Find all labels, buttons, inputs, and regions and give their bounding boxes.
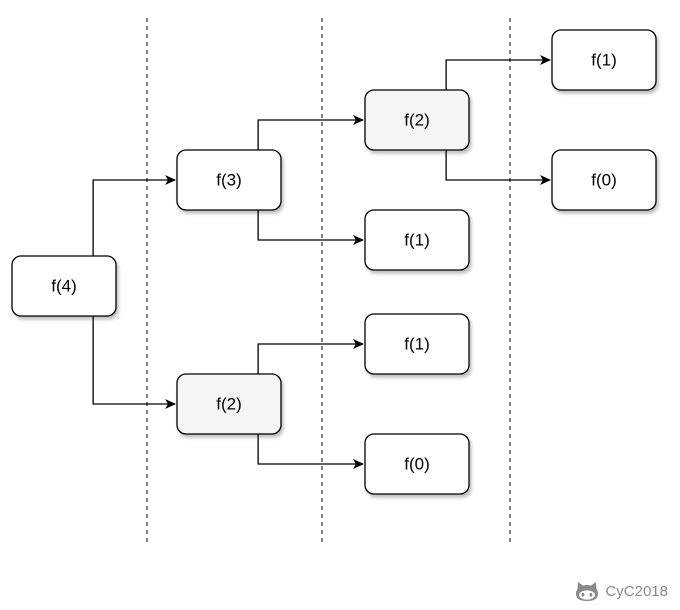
nodes-layer: f(4) f(3) f(2) f(2) f(1) f(1) f(0) f(1) f(0) bbox=[11, 29, 657, 495]
node-label: f(0) bbox=[591, 171, 617, 190]
edge-arrow bbox=[445, 150, 551, 185]
tree-node: f(0) bbox=[551, 149, 657, 211]
node-label: f(0) bbox=[404, 455, 430, 474]
node-label: f(3) bbox=[216, 171, 242, 190]
edge-arrow bbox=[257, 339, 364, 374]
node-label: f(1) bbox=[404, 335, 430, 354]
node-label: f(2) bbox=[404, 111, 430, 130]
node-box bbox=[364, 209, 470, 271]
node-label: f(1) bbox=[404, 231, 430, 250]
edge-arrow bbox=[92, 316, 176, 409]
tree-node: f(2) bbox=[364, 89, 470, 151]
tree-node: f(0) bbox=[364, 433, 470, 495]
tree-node: f(1) bbox=[364, 209, 470, 271]
watermark-text: CyC2018 bbox=[605, 582, 668, 600]
tree-node: f(1) bbox=[364, 313, 470, 375]
edge-arrow bbox=[257, 434, 364, 469]
node-label: f(4) bbox=[51, 277, 77, 296]
tree-node: f(3) bbox=[176, 149, 282, 211]
edge-arrow bbox=[257, 210, 364, 245]
node-box bbox=[176, 373, 282, 435]
watermark: CyC2018 bbox=[575, 580, 668, 602]
node-box bbox=[364, 433, 470, 495]
node-box bbox=[176, 149, 282, 211]
node-box bbox=[364, 313, 470, 375]
node-label: f(2) bbox=[216, 395, 242, 414]
edge-arrow bbox=[92, 175, 176, 256]
edge-arrow bbox=[257, 115, 364, 150]
node-label: f(1) bbox=[591, 51, 617, 70]
node-box bbox=[364, 89, 470, 151]
node-box bbox=[551, 149, 657, 211]
tree-node: f(4) bbox=[11, 255, 117, 317]
edges-layer bbox=[92, 55, 551, 469]
edge-arrow bbox=[445, 55, 551, 90]
tree-node: f(2) bbox=[176, 373, 282, 435]
github-octocat-icon bbox=[575, 580, 599, 602]
node-box bbox=[11, 255, 117, 317]
tree-node: f(1) bbox=[551, 29, 657, 91]
node-box bbox=[551, 29, 657, 91]
